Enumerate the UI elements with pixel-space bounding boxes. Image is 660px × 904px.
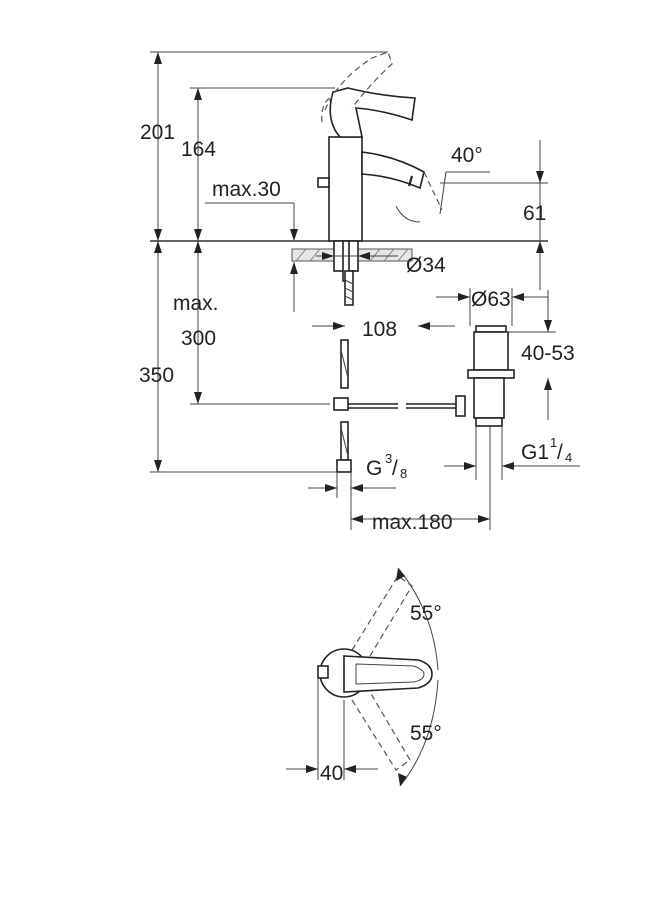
label-40: 40 [320, 762, 343, 785]
label-dia34: Ø34 [406, 254, 446, 277]
g114-arrow-right [502, 462, 514, 470]
dim-40-53-arrow-bottom [544, 378, 552, 390]
swing-arc-bottom-arrow [398, 773, 407, 786]
label-angle-40: 40° [451, 144, 483, 167]
label-164: 164 [181, 138, 216, 161]
g38-arrow-right [351, 484, 363, 492]
dim-108-arrow-left [333, 322, 345, 330]
dim-164-arrow-top [194, 88, 202, 100]
waste-flange [467, 369, 515, 379]
lever-handle-raised-outline [324, 51, 393, 111]
swing-arc-top-arrow [396, 568, 405, 581]
g38-arrow-left [325, 484, 337, 492]
spout-swivel-arc [395, 205, 421, 223]
dia63-arrow-left [458, 293, 470, 301]
lever-top-inner [355, 663, 425, 685]
waste-tail [475, 417, 503, 427]
label-angle-55-bottom: 55° [410, 722, 442, 745]
top-knob [317, 665, 329, 679]
lever-swing-up-outline [351, 575, 413, 657]
label-g38-sub: 8 [400, 466, 407, 481]
dim-300-arrow-bottom [194, 392, 202, 404]
waste-body [473, 377, 505, 419]
dim-164-arrow-bottom [194, 229, 202, 241]
lever-swing-down-outline [351, 691, 411, 771]
label-g114-base: G1 [521, 441, 549, 464]
swing-arc-bottom [399, 679, 439, 787]
spout [361, 151, 425, 190]
dim40-arrow-right [344, 765, 356, 773]
label-g38-slash: / [392, 457, 398, 480]
dim-350-arrow-bottom [154, 460, 162, 472]
waste-cap [475, 325, 507, 333]
label-g114: G1 1 / 4 [521, 435, 572, 465]
dim-201-arrow-bottom [154, 229, 162, 241]
spout-tip [407, 175, 414, 187]
label-max180: max.180 [372, 511, 453, 534]
label-angle-55-top: 55° [410, 602, 442, 625]
hose-clamp [333, 397, 349, 411]
lever-handle-raised-outline-2 [321, 95, 333, 123]
hose-upper-cross [340, 349, 349, 379]
label-max30: max.30 [212, 178, 281, 201]
hose-connector [336, 459, 352, 473]
label-g38-sup: 3 [385, 451, 392, 466]
dim-350-arrow-top [154, 241, 162, 253]
dim-max30-arrow [290, 229, 298, 241]
label-g38: G 3 / 8 [366, 451, 407, 481]
dim-300-arrow-top [194, 241, 202, 253]
max180-arrow-left [351, 515, 363, 523]
dia63-arrow-right [512, 293, 524, 301]
plate-hatch-3 [369, 248, 381, 262]
pull-rod-nut [455, 395, 466, 417]
dia34-arrow-right [358, 252, 370, 260]
faucet-lever-knob [317, 177, 330, 188]
dim-201-arrow-top [154, 52, 162, 64]
dim-61-arrow-bottom [536, 241, 544, 253]
rod-thread-1 [344, 279, 354, 285]
max180-arrow-right [478, 515, 490, 523]
faucet-body [328, 136, 363, 242]
dim-40-53-arrow-top [544, 320, 552, 332]
label-61: 61 [523, 202, 546, 225]
plate-hatch-1 [295, 248, 307, 262]
label-max: max. [173, 292, 219, 315]
g114-arrow-left [464, 462, 476, 470]
label-40-53: 40-53 [521, 342, 575, 365]
label-g38-base: G [366, 457, 382, 480]
label-g114-sub: 4 [565, 450, 572, 465]
dim-max30-arrow-low [290, 262, 298, 274]
label-300: 300 [181, 327, 216, 350]
side-view: 201 164 40° max.30 61 Ø34 Ø63 max. 300 1… [139, 51, 580, 534]
label-201: 201 [140, 121, 175, 144]
plate-hatch-5 [397, 248, 409, 262]
spout-swivel-dash [423, 171, 443, 211]
dia34-arrow-left [322, 252, 334, 260]
lever-top [343, 655, 433, 693]
plate-hatch-2 [309, 248, 321, 262]
waste-body-top [473, 331, 509, 371]
label-350: 350 [139, 364, 174, 387]
dim-61-arrow-top [536, 171, 544, 183]
label-dia63: Ø63 [471, 288, 511, 311]
rod-thread-2 [344, 287, 354, 293]
dim-108-arrow-right [418, 322, 430, 330]
angle40-ray [439, 171, 447, 215]
label-g114-sup: 1 [550, 435, 557, 450]
hose-lower-cross [340, 427, 349, 457]
lever-handle [329, 87, 416, 138]
plate-hatch-4 [383, 248, 395, 262]
label-108: 108 [362, 318, 397, 341]
label-g114-slash: / [557, 441, 563, 464]
top-view: 55° 55° 40 [286, 567, 442, 787]
rod-thread-3 [344, 295, 354, 301]
swing-arc-top [397, 567, 439, 671]
dim40-arrow-left [306, 765, 318, 773]
